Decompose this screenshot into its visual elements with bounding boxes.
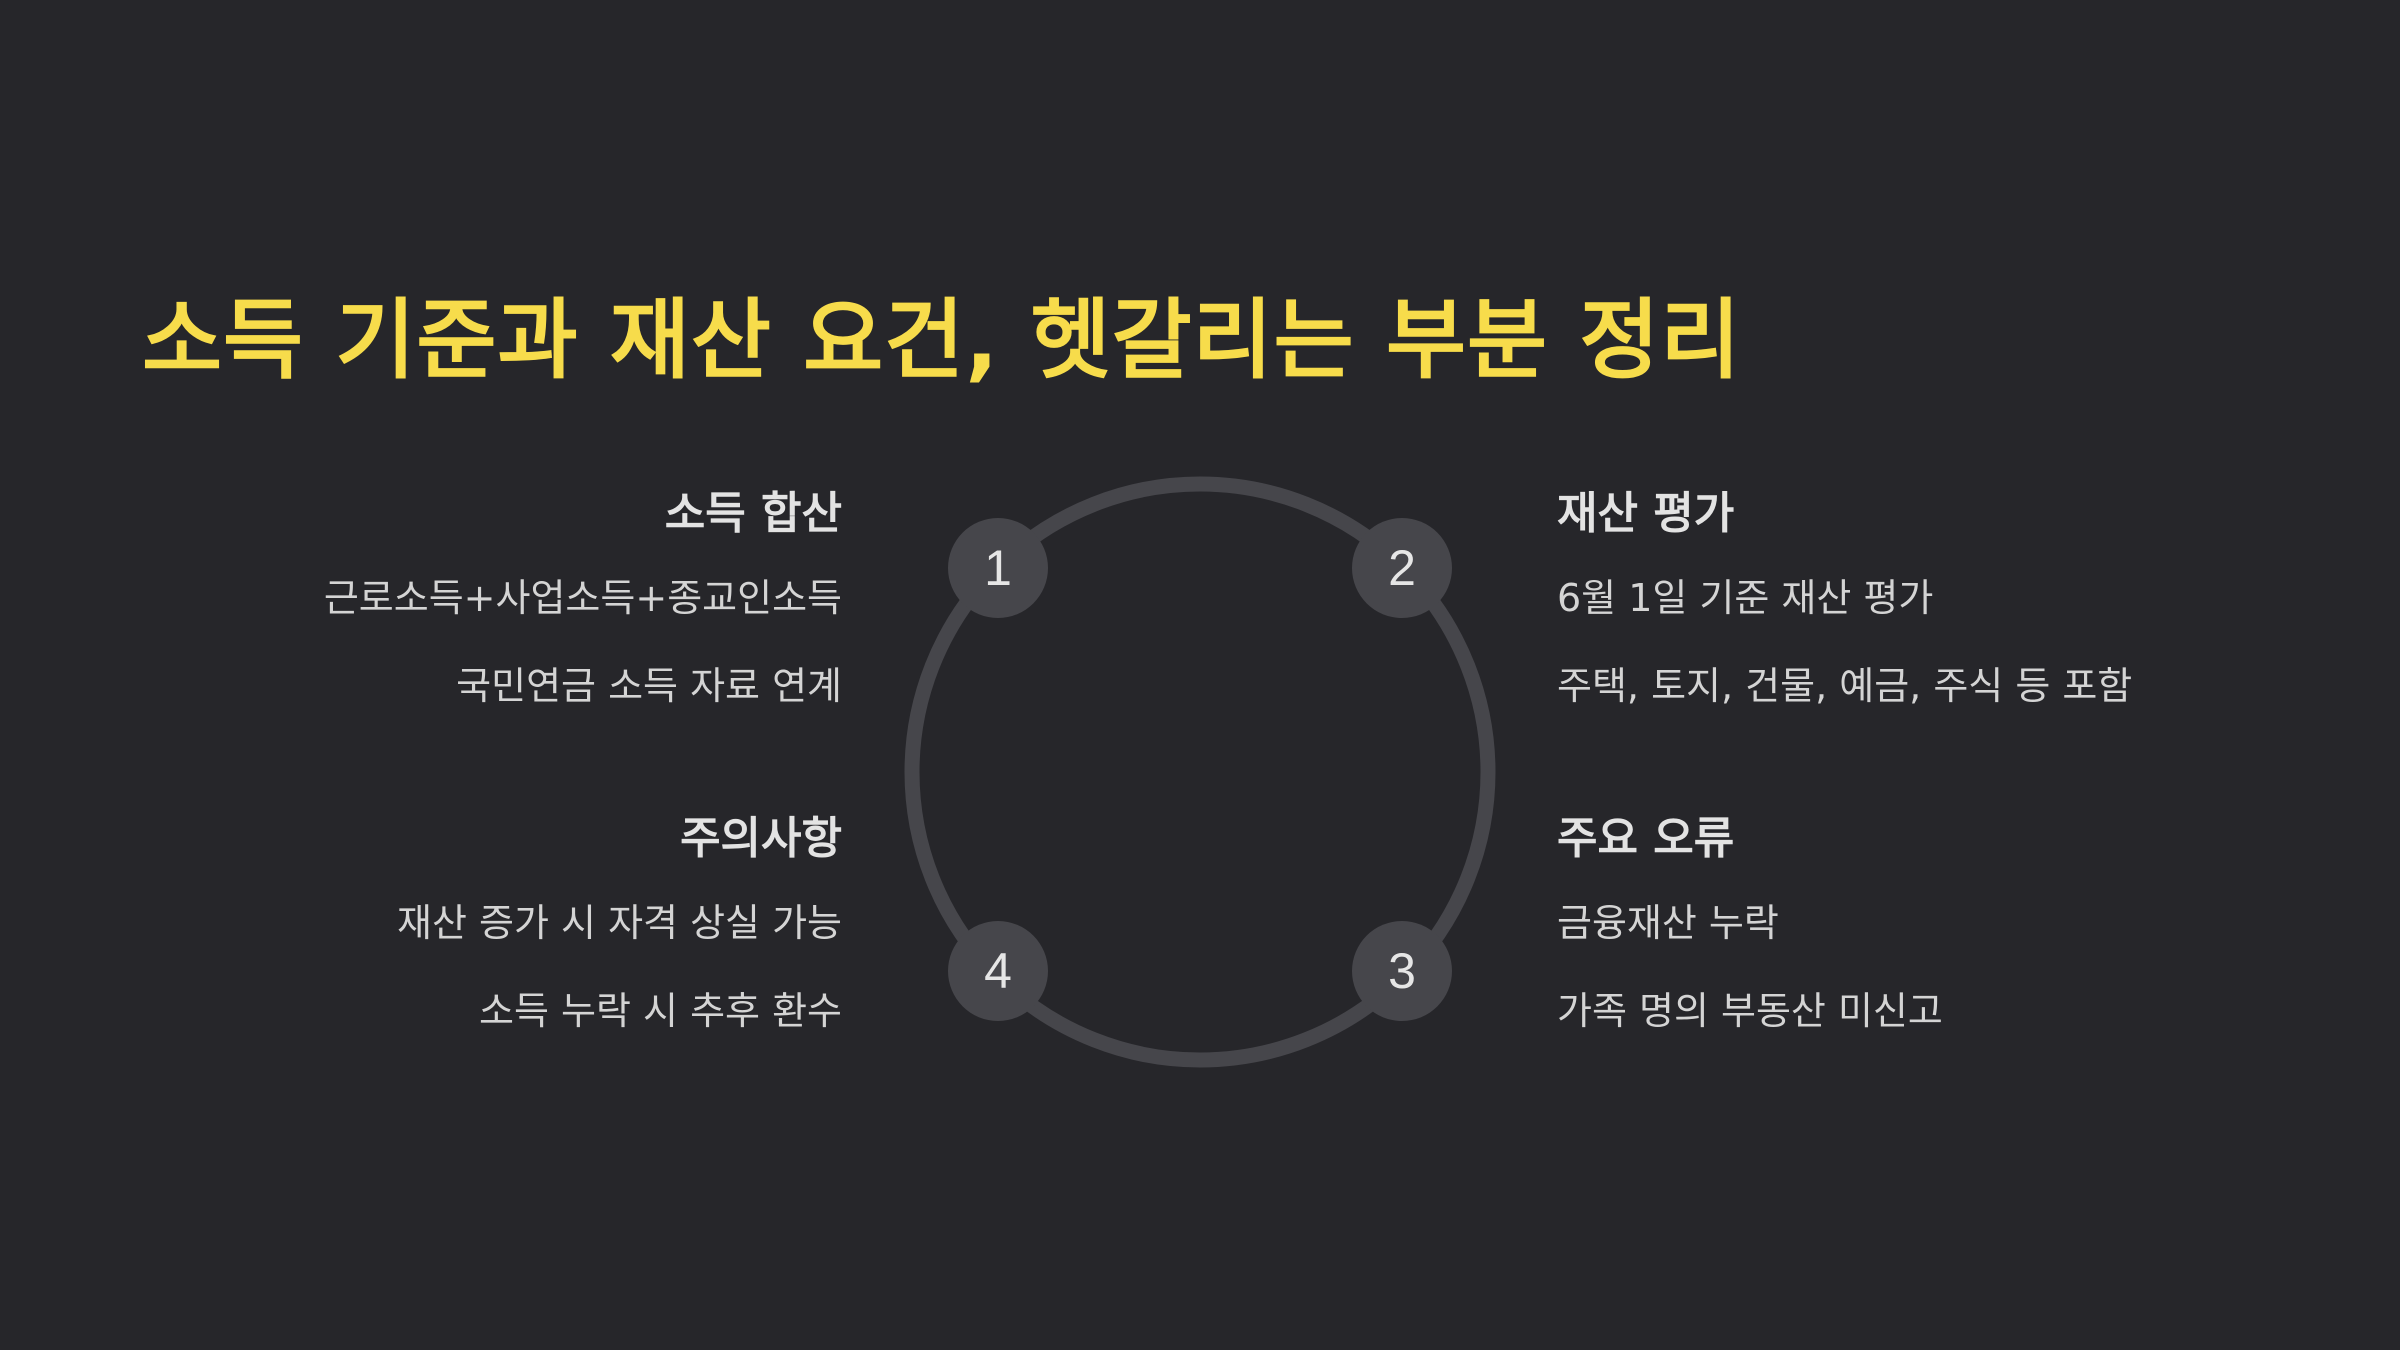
cycle-node-3-label: 3 [1388, 943, 1416, 999]
cycle-node-4-label: 4 [984, 943, 1012, 999]
income-block: 소득 합산 근로소득+사업소득+종교인소득 국민연금 소득 자료 연계 [82, 487, 842, 710]
cycle-node-4: 4 [948, 921, 1048, 1021]
errors-heading: 주요 오류 [1557, 813, 1735, 864]
cautions-line-2: 소득 누락 시 추후 환수 [479, 989, 842, 1033]
income-line-2: 국민연금 소득 자료 연계 [456, 664, 842, 708]
cycle-node-2: 2 [1352, 518, 1452, 618]
cautions-heading: 주의사항 [680, 813, 842, 864]
cycle-node-2-label: 2 [1388, 540, 1416, 596]
cautions-line-1: 재산 증가 시 자격 상실 가능 [397, 901, 842, 945]
cautions-block: 주의사항 재산 증가 시 자격 상실 가능 소득 누락 시 추후 환수 [82, 812, 842, 1035]
income-heading: 소득 합산 [664, 488, 842, 539]
errors-line-2: 가족 명의 부동산 미신고 [1557, 989, 1943, 1033]
property-block: 재산 평가 6월 1일 기준 재산 평가 주택, 토지, 건물, 예금, 주식 … [1557, 487, 2317, 710]
slide-title: 소득 기준과 재산 요건, 헷갈리는 부분 정리 [142, 289, 1742, 391]
cycle-node-3: 3 [1352, 921, 1452, 1021]
cycle-node-1-label: 1 [984, 540, 1012, 596]
property-line-1: 6월 1일 기준 재산 평가 [1557, 576, 1934, 620]
errors-block: 주요 오류 금융재산 누락 가족 명의 부동산 미신고 [1557, 812, 2317, 1035]
property-line-2: 주택, 토지, 건물, 예금, 주식 등 포함 [1557, 664, 2133, 708]
income-line-1: 근로소득+사업소득+종교인소득 [323, 576, 842, 620]
cycle-ring [904, 476, 1496, 1068]
cycle-node-1: 1 [948, 518, 1048, 618]
errors-line-1: 금융재산 누락 [1557, 901, 1779, 945]
property-heading: 재산 평가 [1557, 488, 1735, 539]
